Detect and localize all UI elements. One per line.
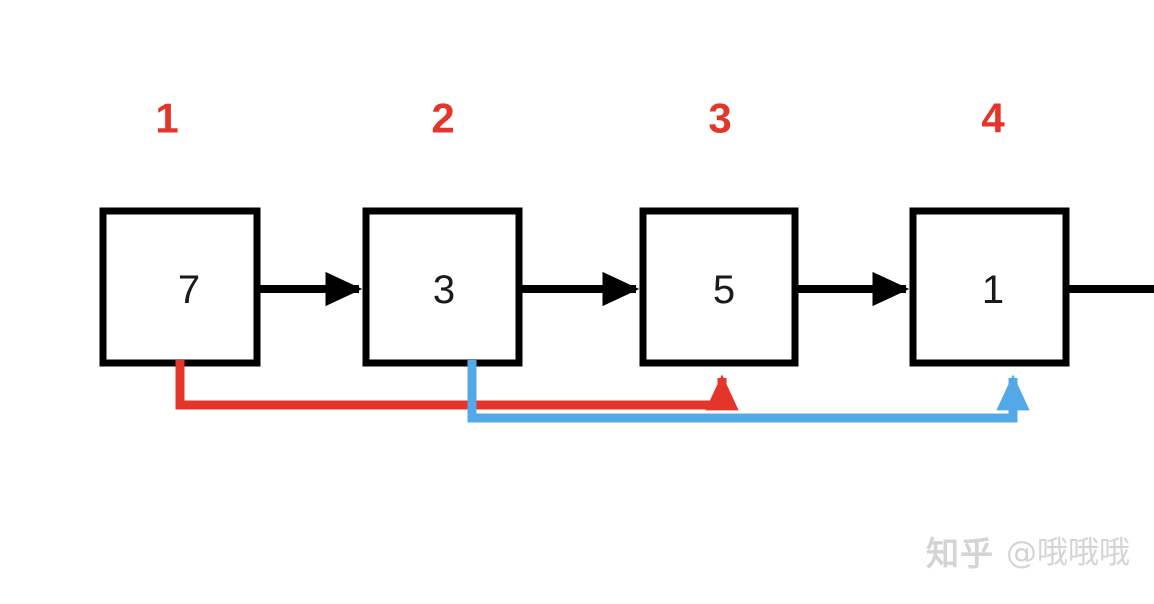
index-label-group: 1 2 3 4 <box>155 95 1005 142</box>
node-box-2-value: 3 <box>433 268 455 312</box>
index-label-3: 3 <box>708 95 731 142</box>
node-box-4-value: 1 <box>982 268 1004 312</box>
red-pointer-path <box>175 360 739 411</box>
node-box-3-value: 5 <box>713 268 735 312</box>
node-group: 7 3 5 1 <box>99 207 1070 367</box>
node-box-4-rect <box>909 207 1070 367</box>
watermark: 知乎 @哦哦哦 <box>926 537 1130 570</box>
node-box-3[interactable]: 5 <box>639 207 799 367</box>
index-label-1: 1 <box>155 95 178 142</box>
node-box-3-rect <box>639 207 799 367</box>
node-box-1-rect <box>99 207 261 367</box>
blue-pointer-path <box>467 360 1030 423</box>
node-box-1[interactable]: 7 <box>99 207 261 367</box>
node-box-1-value: 7 <box>178 268 200 312</box>
node-box-2[interactable]: 3 <box>362 207 523 367</box>
node-box-2-rect <box>362 207 523 367</box>
index-label-2: 2 <box>431 95 454 142</box>
zhihu-logo: 知乎 <box>926 534 994 573</box>
watermark-username: @哦哦哦 <box>1006 535 1130 571</box>
node-box-4[interactable]: 1 <box>909 207 1070 367</box>
index-label-4: 4 <box>981 95 1005 142</box>
